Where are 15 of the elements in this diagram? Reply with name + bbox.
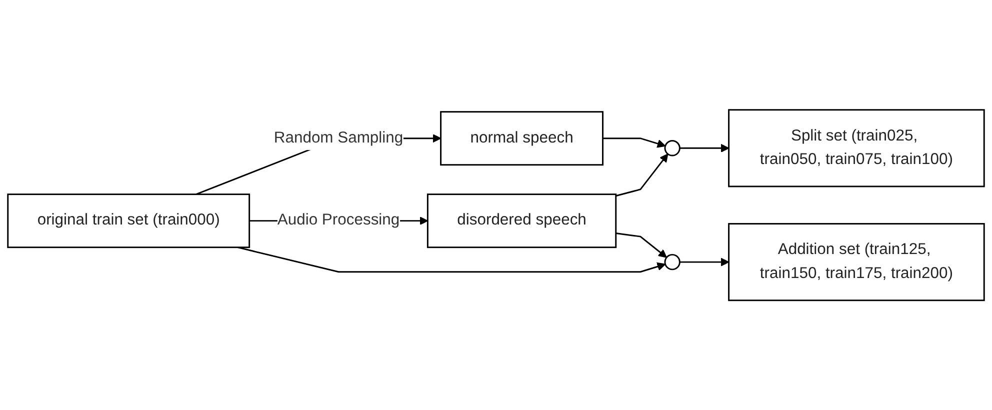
node-circle [664,254,680,270]
node-box: Split set (train025, train050, train075, train100) [728,109,985,188]
node-box: Addition set (train125, train150, train175, train200) [728,222,985,301]
edge-label: Audio Processing [277,212,400,229]
node-box: original train set (train000) [7,193,250,248]
arrow [602,137,666,148]
arrow [680,144,730,152]
arrow [680,258,730,266]
node-box: disordered speech [426,193,617,248]
node-circle [664,140,680,156]
node-box: normal speech [440,110,604,166]
arrow [616,153,668,196]
edge-label: Random Sampling [274,129,404,146]
arrow [616,232,667,258]
arrow [237,246,666,273]
